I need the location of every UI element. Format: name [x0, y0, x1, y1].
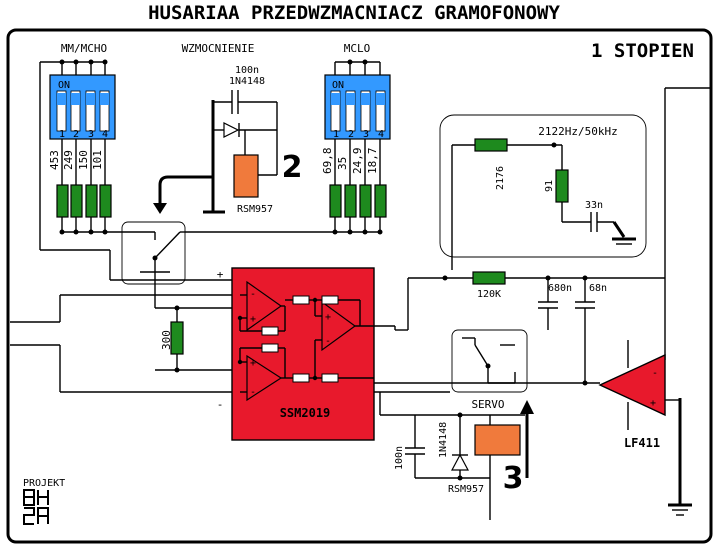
- cap-100n-top-label: 100n: [235, 65, 259, 76]
- chip-label: SSM2019: [280, 406, 331, 420]
- resistor-label-249: 249: [62, 150, 75, 170]
- diode-top-label: 1N4148: [229, 76, 265, 87]
- resistor-69-8: [329, 184, 342, 218]
- servo-label: SERVO: [471, 398, 504, 411]
- left-resistor-bank: 453 249 150 101: [48, 139, 125, 235]
- cap-680n-label: 680n: [548, 283, 572, 294]
- cap-68n-label: 68n: [589, 283, 607, 294]
- filter-block: 2122Hz/50kHz 2176 91 33n: [439, 114, 647, 270]
- resistor-label-24-9: 24,9: [351, 148, 364, 175]
- schematic-frame: [6, 28, 713, 544]
- resistor-91: [555, 169, 569, 203]
- dip-right-num-1: 1: [333, 129, 339, 140]
- right-resistor-bank: 69,8 35 24,9 18,7: [185, 139, 387, 235]
- resistor-2176: [474, 138, 508, 152]
- resistor-18-7: [374, 184, 387, 218]
- gain-switch: [121, 221, 186, 300]
- filter-label: 2122Hz/50kHz: [538, 125, 617, 138]
- lf411-plus: +: [650, 398, 656, 409]
- chip-opamp3-minus: -: [325, 336, 331, 347]
- dip-left-num-3: 3: [88, 129, 94, 140]
- resistor-249: [70, 184, 83, 218]
- dip-right-num-2: 2: [348, 129, 354, 140]
- wzmocnienie-label: WZMOCNIENIE: [182, 42, 255, 55]
- dip-right-num-4: 4: [378, 129, 384, 140]
- resistor-label-101: 101: [91, 150, 104, 170]
- resistor-label-453: 453: [48, 150, 61, 170]
- dip-right-on: ON: [332, 80, 344, 91]
- resistor-label-35: 35: [336, 157, 349, 170]
- dip-left-num-4: 4: [102, 129, 108, 140]
- projekt-logo: PROJEKT: [23, 478, 65, 525]
- dip-left-num-2: 2: [73, 129, 79, 140]
- lf411-label: LF411: [624, 436, 660, 450]
- relay-bottom-label: RSM957: [448, 484, 484, 495]
- mclo-label: MCLO: [344, 42, 371, 55]
- resistor-label-2176: 2176: [495, 166, 506, 190]
- dip-right-num-3: 3: [363, 129, 369, 140]
- resistor-150: [85, 184, 98, 218]
- chip-opamp1-plus: +: [250, 314, 256, 325]
- ssm2019-chip: - + + - + - SSM2019: [231, 267, 375, 441]
- resistor-label-18-7: 18,7: [366, 148, 379, 175]
- dip-left-num-1: 1: [59, 129, 65, 140]
- relay-2-coil: [233, 154, 259, 198]
- relay-top-label: RSM957: [237, 204, 273, 215]
- resistor-35: [344, 184, 357, 218]
- chip-opamp1-minus: -: [250, 289, 256, 300]
- resistor-101: [99, 184, 112, 218]
- arrow-relay-2: [158, 175, 212, 205]
- relay-top-number: 2: [282, 150, 303, 185]
- resistor-label-150: 150: [77, 150, 90, 170]
- chip-opamp2-minus: -: [250, 387, 256, 398]
- relay-3-coil: [474, 424, 521, 456]
- minus-sign: -: [217, 398, 224, 411]
- input-wiring: 300 + -: [10, 62, 240, 411]
- cap-100n-bottom-label: 100n: [394, 446, 405, 470]
- stage-label: 1 STOPIEN: [591, 40, 694, 62]
- lf411-opamp: - + LF411: [598, 340, 692, 516]
- output-network: 120K 680n 68n: [355, 87, 712, 393]
- dip-left-on: ON: [58, 80, 70, 91]
- chip-opamp2-plus: +: [250, 358, 256, 369]
- relay-bottom-number: 3: [503, 461, 524, 496]
- resistor-label-91: 91: [544, 180, 555, 192]
- plus-sign: +: [217, 268, 224, 281]
- diode-bottom-label: 1N4148: [438, 422, 449, 458]
- dip-switch-left: ON 1 2 3 4: [40, 59, 116, 140]
- resistor-24-9: [359, 184, 372, 218]
- relay-2-block: 100n 1N4148 RSM957 2: [203, 65, 302, 215]
- logo-text: PROJEKT: [23, 478, 65, 489]
- resistor-120k: [472, 271, 506, 285]
- cap-33n-label: 33n: [585, 200, 603, 211]
- relay-3-block: 100n 1N4148 RSM957 3: [379, 392, 525, 520]
- page-title: HUSARIAA PRZEDWZMACNIACZ GRAMOFONOWY: [148, 2, 560, 24]
- lf411-minus: -: [652, 368, 658, 379]
- resistor-label-120k: 120K: [477, 289, 501, 300]
- dip-switch-right: ON 1 2 3 4: [324, 59, 391, 140]
- resistor-label-69-8: 69,8: [321, 148, 334, 175]
- mm-mcho-label: MM/MCHO: [61, 42, 107, 55]
- servo-switch: SERVO: [451, 329, 528, 411]
- resistor-453: [56, 184, 69, 218]
- resistor-label-300: 300: [160, 330, 173, 350]
- chip-opamp3-plus: +: [325, 312, 331, 323]
